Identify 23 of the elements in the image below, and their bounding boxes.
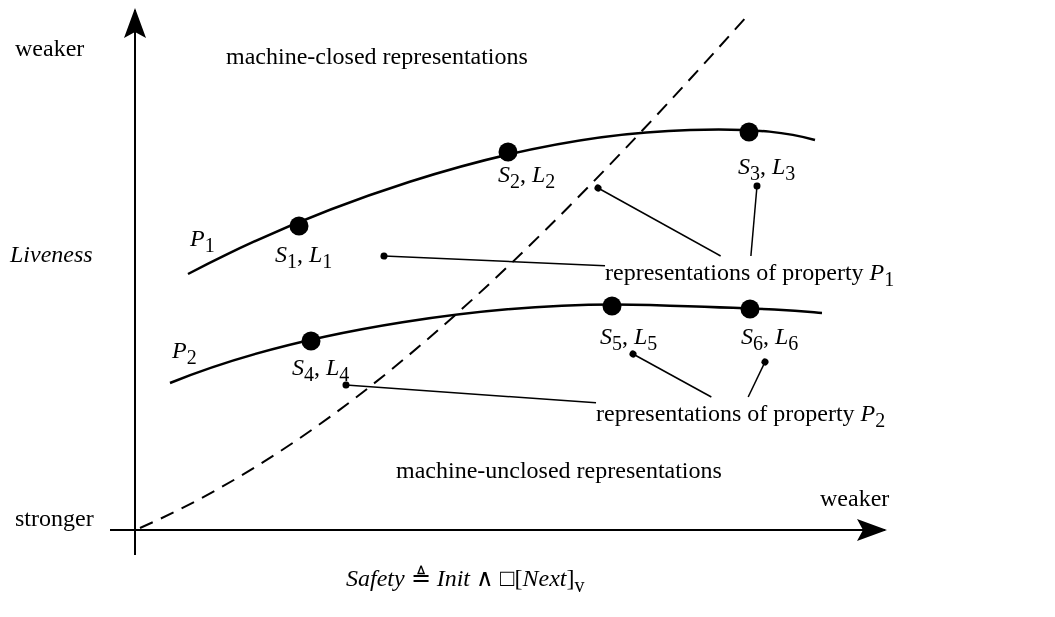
axis-title: Liveness (10, 242, 93, 266)
leader-line (380, 252, 606, 267)
leader-line (750, 182, 761, 257)
point-label: S$_{5}$, L$_{5}$ (600, 324, 658, 353)
curve-label: P$_{1}$ (190, 226, 215, 255)
leader-line (594, 184, 722, 257)
annotation-text: representations of property P$_{1}$ (605, 256, 895, 288)
point-label: S$_{1}$, L$_{1}$ (275, 242, 333, 271)
point-label: S$_{4}$, L$_{4}$ (292, 355, 350, 384)
point-label: S$_{3}$, L$_{3}$ (738, 154, 796, 183)
axis-label: stronger (15, 506, 94, 530)
region-label: machine-unclosed representations (396, 458, 722, 482)
leader-line (629, 350, 713, 398)
axis-title: Safety ≜ Init ∧ □[Next]$_{v}$ (346, 566, 585, 595)
point-label: S$_{2}$, L$_{2}$ (498, 162, 556, 191)
annotation-text: representations of property P$_{2}$ (596, 397, 886, 429)
leader-line (747, 358, 769, 398)
region-label: machine-closed representations (226, 44, 528, 68)
curve-label: P$_{2}$ (172, 338, 197, 367)
axis-label: weaker (820, 486, 890, 510)
point-label: S$_{6}$, L$_{6}$ (741, 324, 799, 353)
axis-label: weaker (15, 36, 85, 60)
leader-line (342, 381, 597, 404)
